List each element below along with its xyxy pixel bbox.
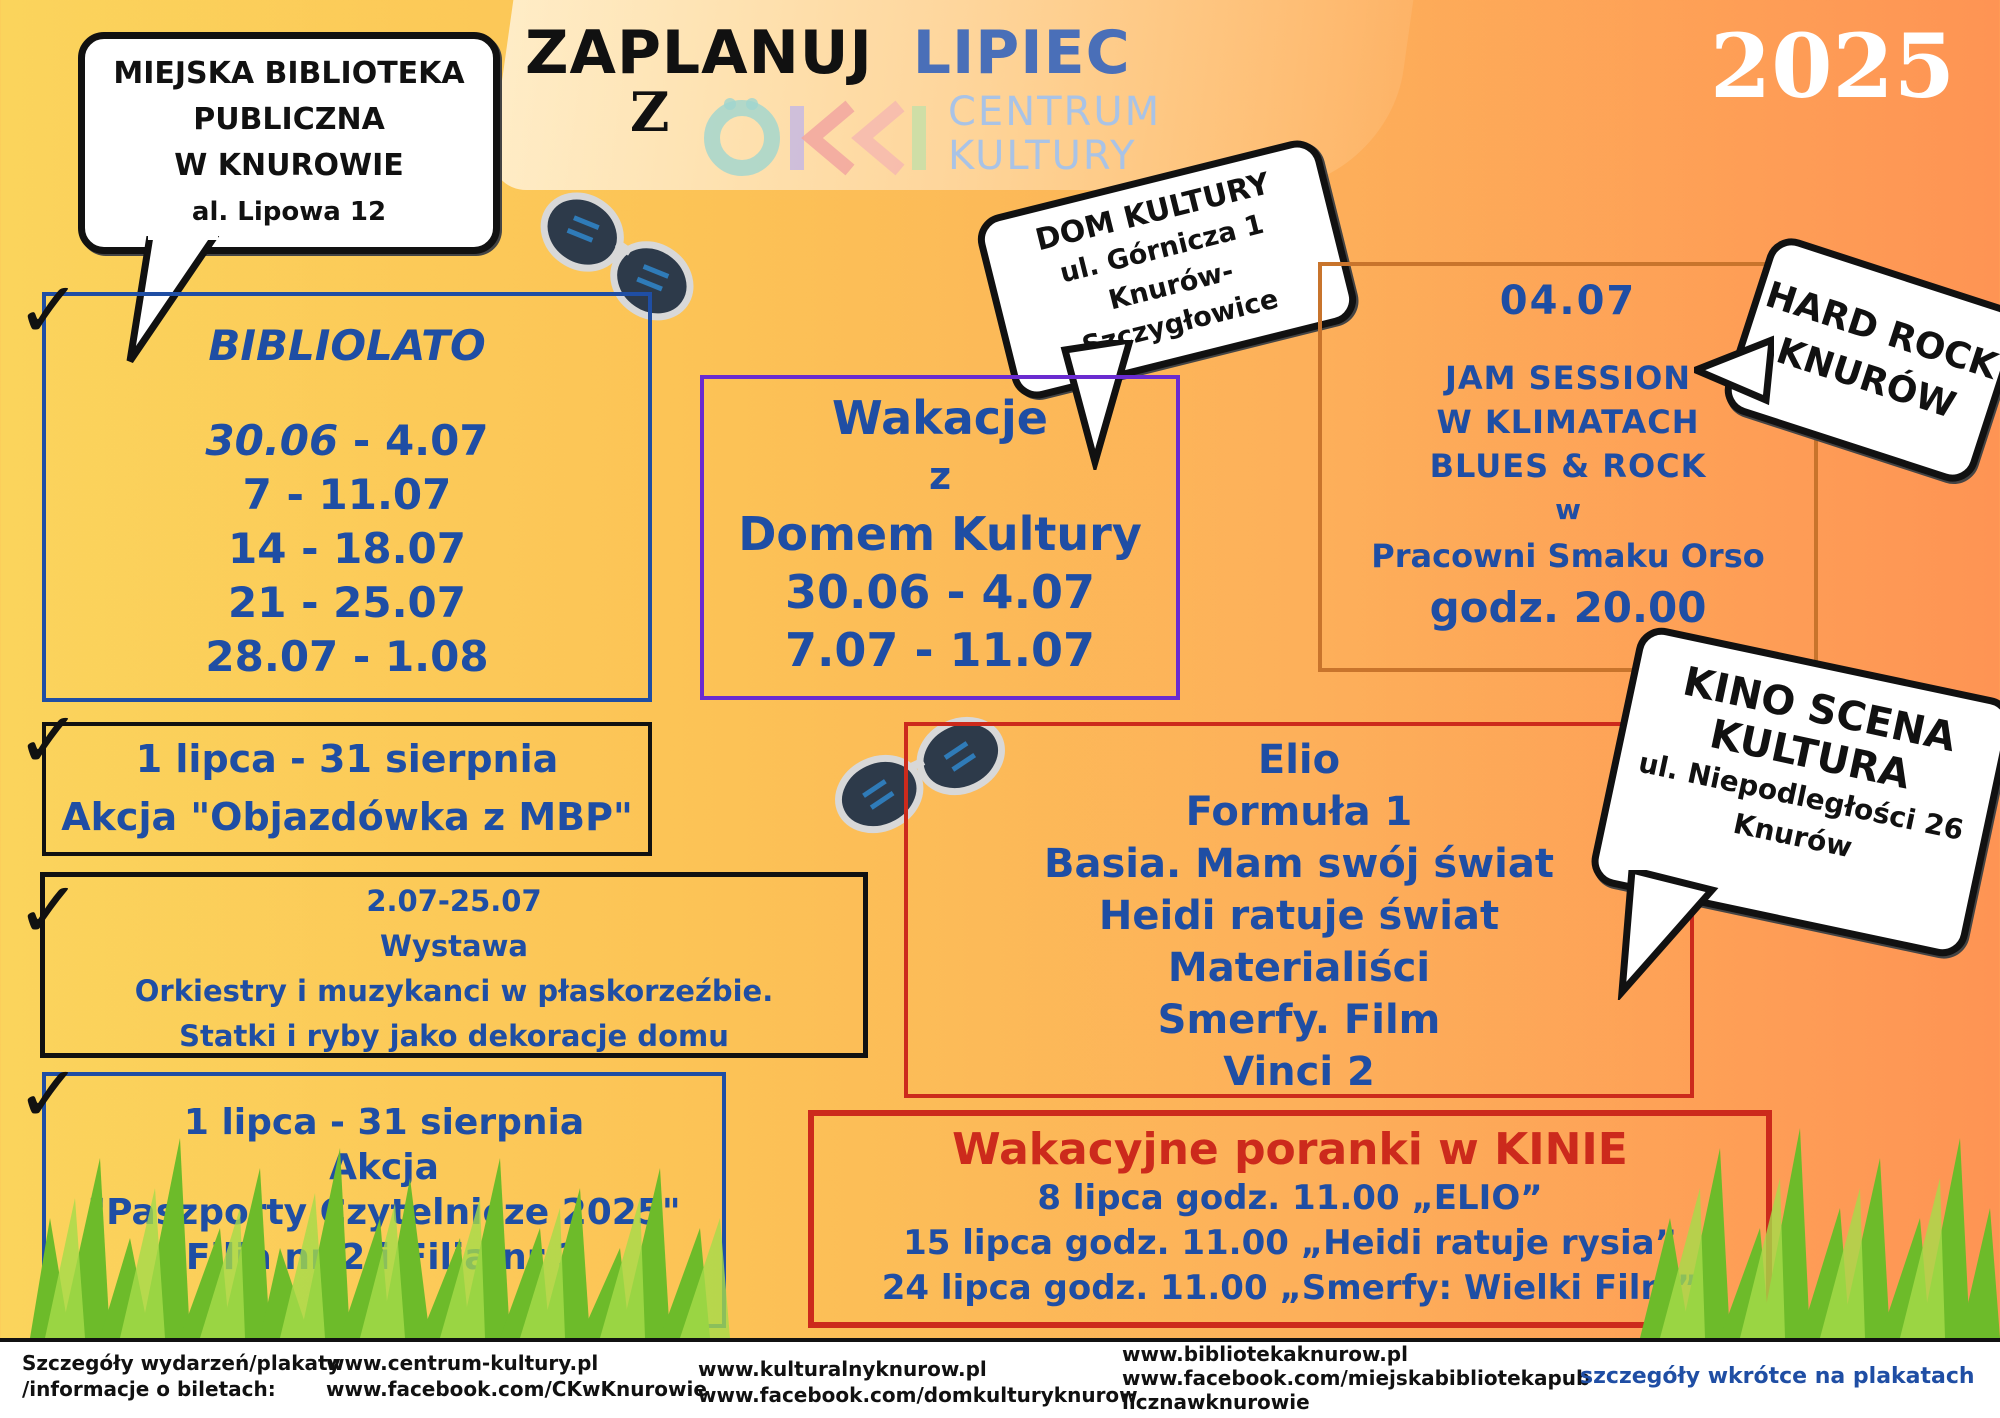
checkmark-icon: ✓ [16,696,82,786]
title-part2: LIPIEC [912,18,1131,88]
wystawa-title: Wystawa [380,929,528,963]
library-bubble: MIEJSKA BIBLIOTEKA PUBLICZNA W KNUROWIE … [78,32,500,254]
footer-info: Szczegóły wydarzeń/plakaty /informacje o… [22,1350,341,1402]
bibliolato-date-5: 28.07 - 1.08 [205,632,489,681]
poranki-item: 24 lipca godz. 11.00 „Smerfy: Wielki Fil… [881,1268,1699,1308]
film-title: Formuła 1 [1185,789,1413,835]
film-title: Heidi ratuje świat [1098,893,1500,939]
poranki-item: 15 lipca godz. 11.00 „Heidi ratuje rysia… [903,1223,1677,1263]
poranki-box: Wakacyjne poranki w KINIE 8 lipca godz. … [808,1110,1772,1328]
hard-rock-bubble-tail [1694,335,1774,406]
films-box: Elio Formuła 1 Basia. Mam swój świat Hei… [904,722,1694,1098]
jam-session-time: godz. 20.00 [1429,583,1707,632]
library-bubble-tail [126,236,220,363]
title-part1: ZAPLANUJ [525,18,873,88]
wystawa-line-1: Orkiestry i muzykanci w płaskorzeźbie. [134,974,774,1008]
checkmark-icon: ✓ [16,866,82,956]
objazdowka-title: Akcja "Objazdówka z MBP" [61,795,633,839]
page-title: ZAPLANUJ LIPIEC [525,18,1131,88]
film-title: Vinci 2 [1223,1049,1375,1095]
bibliolato-date-2: 7 - 11.07 [242,470,452,519]
dom-kultury-bubble-tail [1060,340,1134,470]
mbp-facebook-link[interactable]: www.facebook.com/miejskabibliotekapub [1122,1366,1591,1390]
film-title: Elio [1257,737,1341,783]
wystawa-line-2: Statki i ryby jako dekoracje domu [179,1019,729,1053]
jam-session-line-1: JAM SESSION [1444,359,1692,397]
objazdowka-dates: 1 lipca - 31 sierpnia [135,737,559,781]
library-name-1: MIEJSKA BIBLIOTEKA [113,56,465,91]
mbp-facebook-link-cont[interactable]: licznawknurowie [1122,1390,1310,1414]
grass-right-decoration [1640,1128,2000,1338]
library-name-2: PUBLICZNA [193,102,385,137]
footer: Szczegóły wydarzeń/plakaty /informacje o… [0,1338,2000,1418]
footer-ck-links: www.centrum-kultury.pl www.facebook.com/… [326,1350,707,1402]
library-name-3: W KNUROWIE [174,148,404,183]
ck-facebook-link[interactable]: www.facebook.com/CKwKnurowie [326,1377,707,1401]
jam-session-line-3: BLUES & ROCK [1429,447,1707,485]
ck-logo-text-2: KULTURY [948,133,1137,179]
wystawa-box: 2.07-25.07 Wystawa Orkiestry i muzykanci… [40,872,868,1058]
library-address: al. Lipowa 12 [191,197,387,227]
grass-left-decoration [30,1138,730,1338]
poranki-item: 8 lipca godz. 11.00 „ELIO” [1037,1178,1543,1218]
wakacje-date-1: 30.06 - 4.07 [784,565,1096,619]
film-title: Materialiści [1167,945,1431,991]
bibliolato-title: BIBLIOLATO [208,321,486,370]
bibliolato-date-4: 21 - 25.07 [228,578,466,627]
ck-logo: CENTRUM KULTURY [700,90,1159,180]
jam-session-box: 04.07 JAM SESSION W KLIMATACH BLUES & RO… [1318,262,1818,672]
film-title: Smerfy. Film [1157,997,1441,1043]
sunglasses-icon [540,192,694,321]
checkmark-icon: ✓ [16,266,82,356]
wakacje-with: z [928,454,952,498]
bibliolato-date-1: 30.06 - 4.07 [205,416,489,465]
paszporty-dates: 1 lipca - 31 sierpnia [183,1102,585,1143]
ck-logo-mark-icon [704,98,926,176]
checkmark-icon: ✓ [16,1050,82,1140]
objazdowka-box: 1 lipca - 31 sierpnia Akcja "Objazdówka … [42,722,652,856]
jam-session-in: w [1555,493,1581,526]
ck-logo-text-1: CENTRUM [948,89,1162,135]
wakacje-box: Wakacje z Domem Kultury 30.06 - 4.07 7.0… [700,375,1180,700]
paszporty-action: Akcja [329,1147,439,1188]
jam-session-date: 04.07 [1499,278,1637,324]
footer-info-line-1: Szczegóły wydarzeń/plakaty [22,1351,341,1375]
footer-dk-links: www.kulturalnyknurow.pl www.facebook.com… [698,1356,1138,1408]
bibliolato-box: BIBLIOLATO 30.06 - 4.07 7 - 11.07 14 - 1… [42,292,652,702]
footer-info-line-2: /informacje o biletach: [22,1377,276,1401]
mbp-website-link[interactable]: www.bibliotekaknurow.pl [1122,1342,1408,1366]
bibliolato-date-3: 14 - 18.07 [228,524,466,573]
wakacje-dom-kultury: Domem Kultury [738,507,1142,561]
ck-website-link[interactable]: www.centrum-kultury.pl [326,1351,599,1375]
footer-mbp-links: www.bibliotekaknurow.pl www.facebook.com… [1122,1342,1590,1414]
title-with: Z [630,80,670,144]
poranki-title: Wakacyjne poranki w KINIE [952,1124,1628,1175]
kino-bubble-tail [1617,870,1719,1000]
year: 2025 [1710,14,1955,118]
wakacje-date-2: 7.07 - 11.07 [784,623,1096,677]
jam-session-line-2: W KLIMATACH [1436,403,1700,441]
film-title: Basia. Mam swój świat [1044,841,1554,887]
dk-facebook-link[interactable]: www.facebook.com/domkulturyknurow [698,1383,1138,1407]
jam-session-venue: Pracowni Smaku Orso [1371,537,1765,575]
wystawa-dates: 2.07-25.07 [366,884,542,918]
wakacje-title: Wakacje [831,391,1048,445]
footer-note: szczegóły wkrótce na plakatach [1580,1364,1975,1389]
dk-website-link[interactable]: www.kulturalnyknurow.pl [698,1357,987,1381]
